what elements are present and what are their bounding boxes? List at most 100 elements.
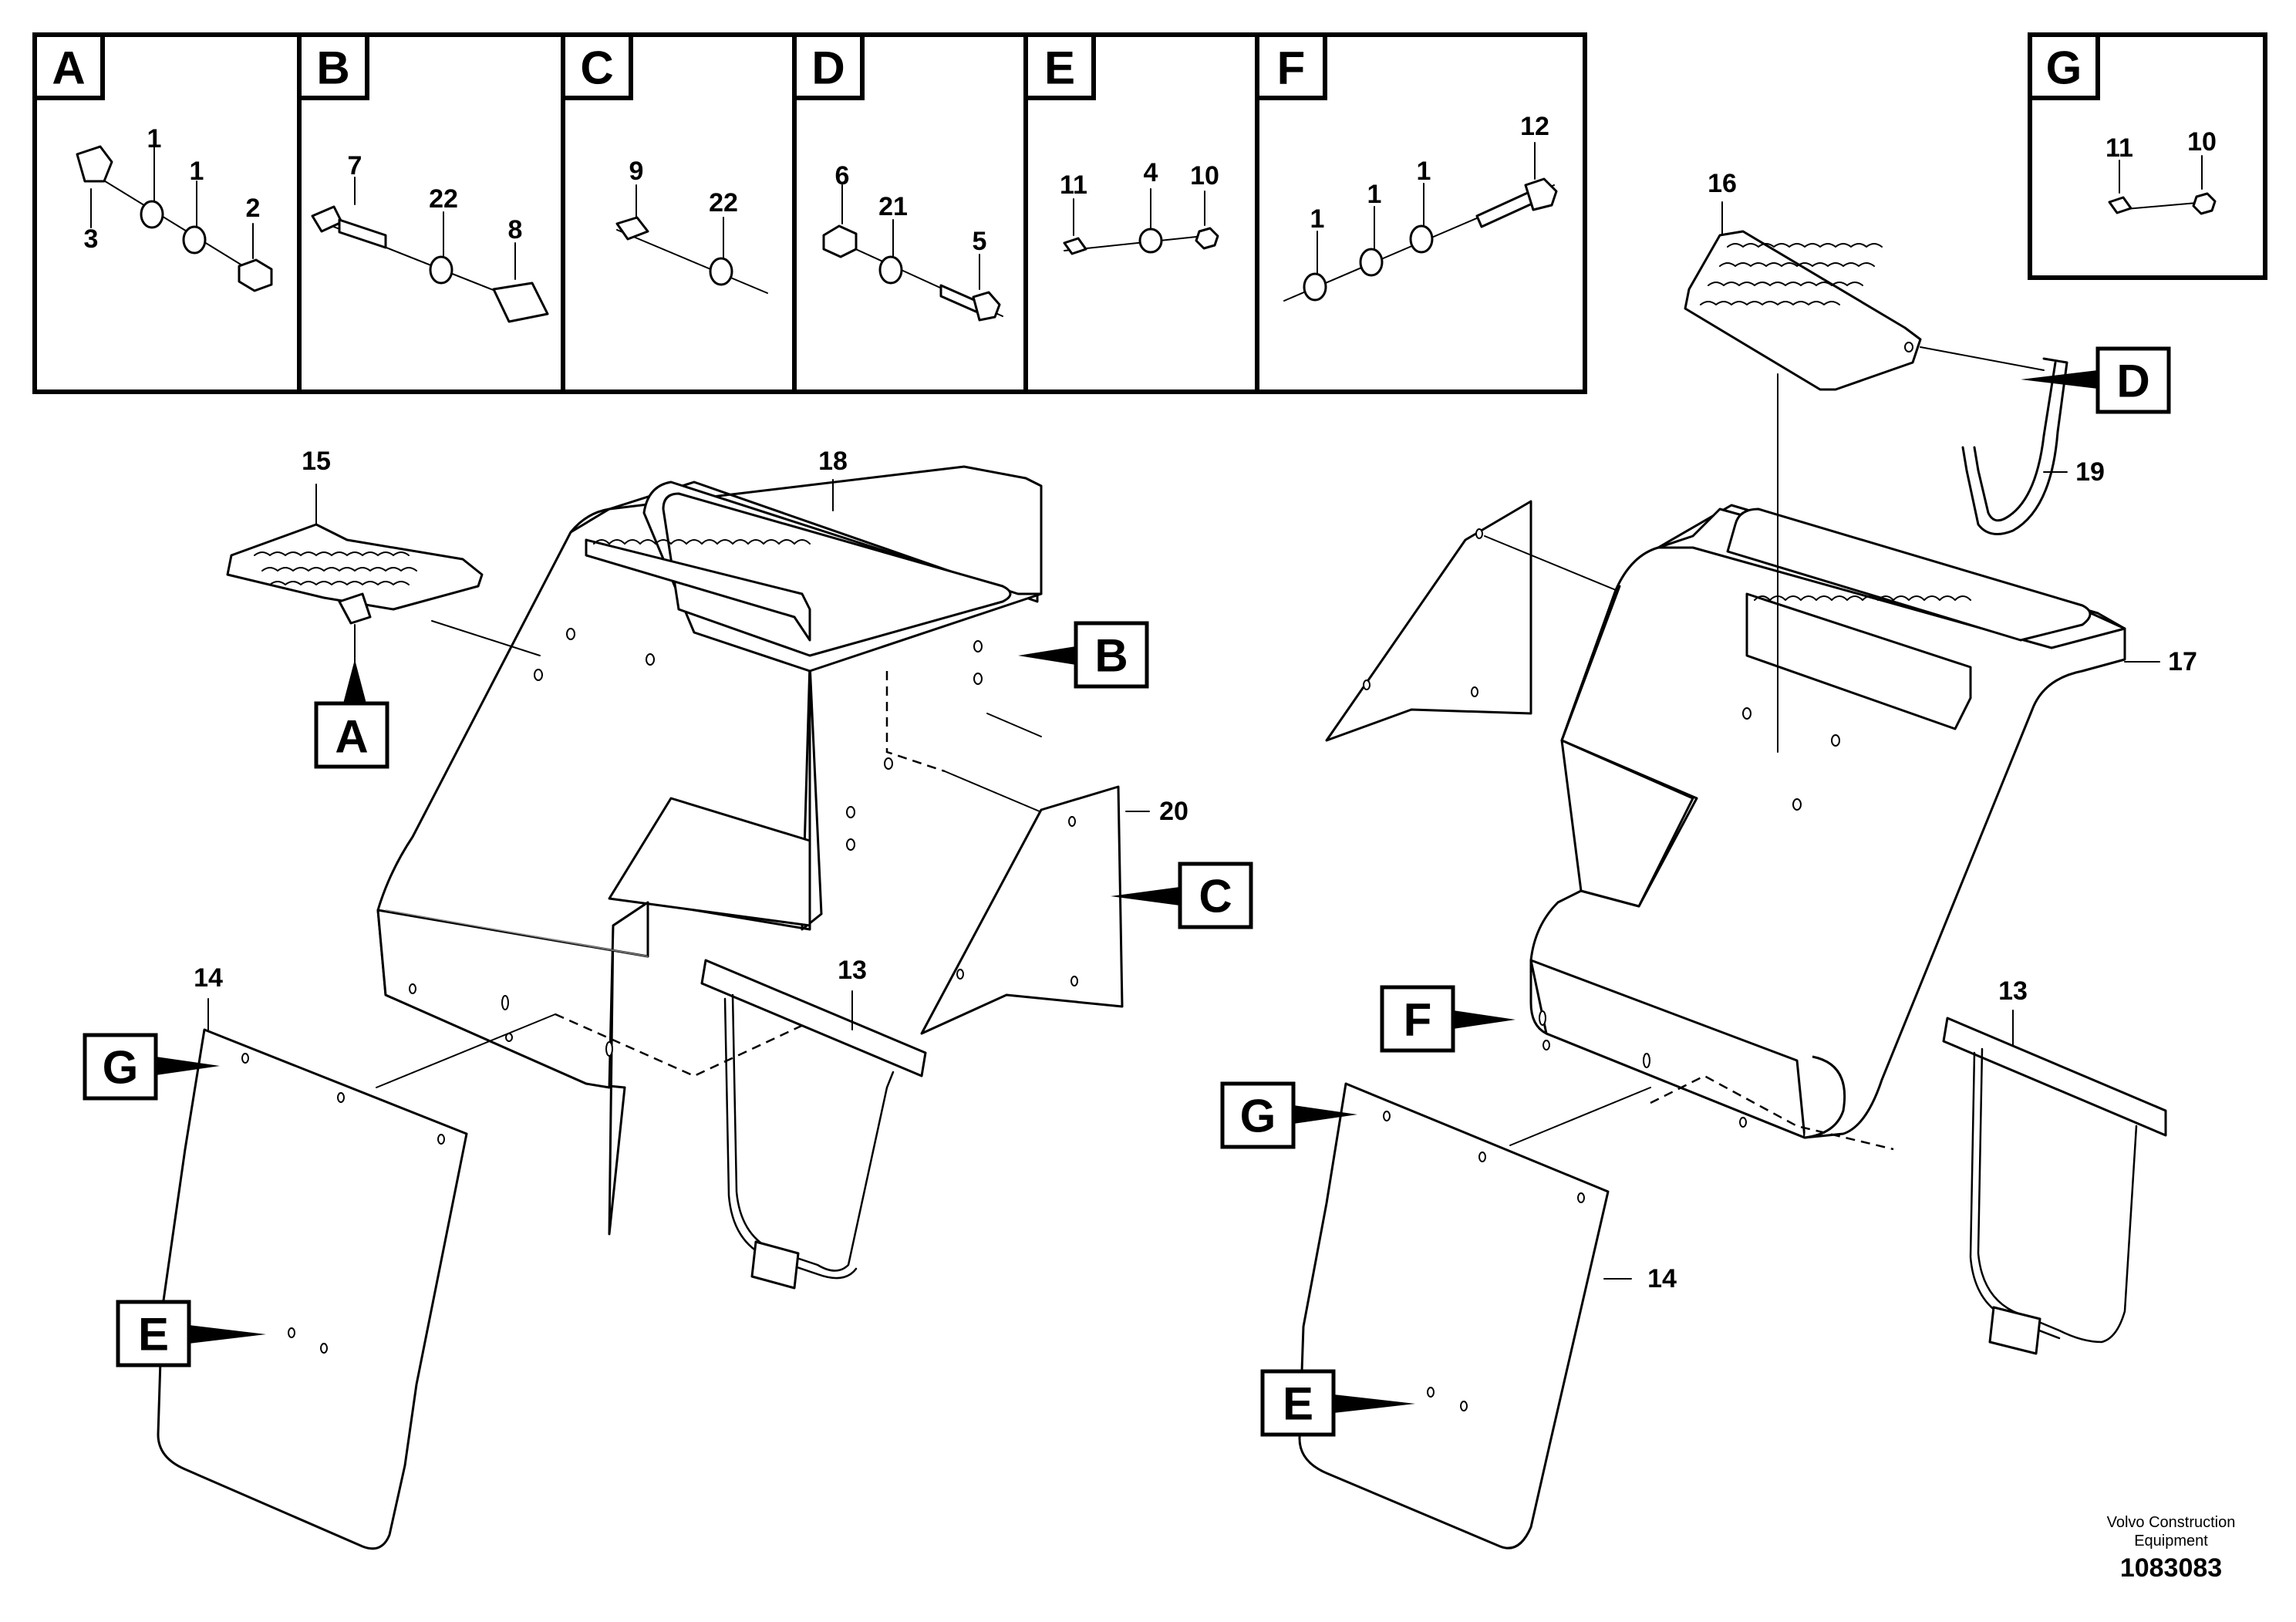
tag-letter: F bbox=[1404, 994, 1432, 1046]
tag-arrow bbox=[1293, 1105, 1357, 1124]
callout-7: 7 bbox=[348, 151, 362, 180]
mounting-hole bbox=[409, 983, 416, 994]
nut-part bbox=[2192, 192, 2217, 215]
mounting-hole bbox=[1643, 1053, 1650, 1068]
detail-panel-a: A 1 1 2 3 bbox=[32, 32, 273, 292]
callout-11: 11 bbox=[2106, 133, 2133, 163]
mounting-hole bbox=[1471, 686, 1478, 697]
tag-arrow bbox=[1018, 646, 1076, 665]
washer-part bbox=[429, 255, 453, 285]
tag-g-right: G bbox=[1220, 1081, 1357, 1149]
screw-shank-part bbox=[338, 218, 387, 249]
callout-13: 13 bbox=[1998, 976, 2028, 1006]
mounting-hole bbox=[534, 669, 543, 681]
tag-a-left: A bbox=[314, 659, 389, 769]
fender-top-recess bbox=[1726, 508, 2092, 642]
tag-arrow bbox=[156, 1057, 220, 1075]
fender-top-recess bbox=[662, 492, 1012, 657]
screw-part bbox=[615, 216, 649, 241]
right-assembly: 16 19 17 13 14 bbox=[1220, 169, 2197, 1549]
washer-part bbox=[140, 200, 164, 229]
tag-box bbox=[1074, 621, 1149, 689]
tag-box bbox=[116, 1300, 191, 1367]
tag-e-left: E bbox=[116, 1300, 266, 1367]
washer-part bbox=[878, 255, 903, 285]
step-15-bracket bbox=[338, 592, 372, 625]
tag-letter: G bbox=[1240, 1091, 1276, 1142]
panel-a-letter: A bbox=[52, 42, 85, 94]
mounting-hole bbox=[973, 640, 983, 653]
fender-lower-side bbox=[376, 901, 649, 1089]
callout-10: 10 bbox=[1190, 161, 1219, 191]
callout-16: 16 bbox=[1708, 169, 1737, 198]
mudflap-14-right bbox=[1298, 1082, 1610, 1549]
mounting-hole bbox=[973, 673, 983, 685]
washer-part bbox=[1138, 228, 1163, 254]
mounting-hole bbox=[1831, 734, 1840, 747]
panel-g-letter-box bbox=[2028, 32, 2100, 100]
tag-box bbox=[314, 701, 389, 769]
handrail-19 bbox=[1961, 357, 2068, 535]
bracket-13-left bbox=[700, 959, 927, 1290]
panel-e-letter: E bbox=[1044, 42, 1075, 94]
tag-arrow bbox=[1453, 1010, 1515, 1029]
tag-arrow bbox=[343, 659, 366, 703]
mounting-hole bbox=[1542, 1040, 1550, 1050]
bracket-13-tab bbox=[750, 1240, 800, 1290]
mounting-hole bbox=[1363, 679, 1371, 690]
tag-box bbox=[1178, 862, 1253, 929]
panel-d-letter-box bbox=[792, 32, 865, 100]
fender-cutout-wall bbox=[1560, 739, 1694, 908]
brand-line-2: Equipment bbox=[2134, 1533, 2208, 1549]
mounting-hole bbox=[605, 1041, 613, 1057]
detail-panel-c: C 9 22 bbox=[561, 32, 768, 294]
tread-strip-17 bbox=[1745, 592, 1972, 730]
callout-6: 6 bbox=[835, 161, 850, 191]
nut-part bbox=[1195, 227, 1219, 250]
nut-part bbox=[238, 258, 273, 292]
detail-panel-g: G 11 10 bbox=[2028, 32, 2267, 280]
washer-part bbox=[1303, 272, 1327, 302]
side-plate bbox=[1325, 500, 1532, 742]
panel-f-letter-box bbox=[1255, 32, 1327, 100]
callout-11: 11 bbox=[1060, 170, 1087, 200]
callout-4: 4 bbox=[1144, 158, 1158, 187]
washer-part bbox=[182, 225, 207, 255]
bracket-13-tab bbox=[1988, 1306, 2041, 1355]
screw-part bbox=[1063, 237, 1087, 255]
mounting-hole bbox=[501, 995, 509, 1010]
tag-box bbox=[1260, 1369, 1336, 1437]
fender-cutout-floor bbox=[608, 797, 811, 927]
mounting-hole bbox=[1904, 342, 1913, 352]
mounting-hole bbox=[1068, 816, 1076, 827]
mounting-hole bbox=[1792, 798, 1802, 811]
mudflap-14-left bbox=[157, 1028, 468, 1550]
document-id: 1083083 bbox=[2120, 1553, 2222, 1583]
tag-box bbox=[1220, 1081, 1296, 1149]
detail-panel-f: F 1 1 1 12 bbox=[1255, 32, 1558, 302]
panel-c-letter: C bbox=[580, 42, 613, 94]
tag-letter: B bbox=[1094, 630, 1128, 682]
mounting-hole bbox=[846, 838, 855, 851]
callout-22: 22 bbox=[709, 188, 738, 218]
mudflap-14-shape bbox=[1298, 1082, 1610, 1549]
mounting-hole bbox=[1539, 1010, 1546, 1026]
mounting-hole bbox=[956, 969, 964, 980]
step-15-frame bbox=[226, 523, 484, 611]
callout-2: 2 bbox=[246, 194, 261, 223]
tread-strip-18 bbox=[585, 538, 811, 642]
mounting-hole bbox=[646, 653, 655, 666]
bolt-part bbox=[76, 145, 113, 183]
tag-f-right: F bbox=[1380, 985, 1515, 1053]
bushing-part bbox=[822, 224, 858, 258]
mounting-hole bbox=[1070, 976, 1078, 986]
panel-e-letter-box bbox=[1023, 32, 1096, 100]
mounting-hole bbox=[241, 1053, 249, 1064]
bolt-head-part bbox=[972, 291, 1001, 322]
detail-panel-b: B 7 22 8 bbox=[297, 32, 549, 323]
callout-10: 10 bbox=[2187, 127, 2217, 157]
mounting-hole bbox=[320, 1343, 328, 1354]
callout-1: 1 bbox=[147, 124, 162, 153]
mounting-hole bbox=[1478, 1152, 1486, 1162]
